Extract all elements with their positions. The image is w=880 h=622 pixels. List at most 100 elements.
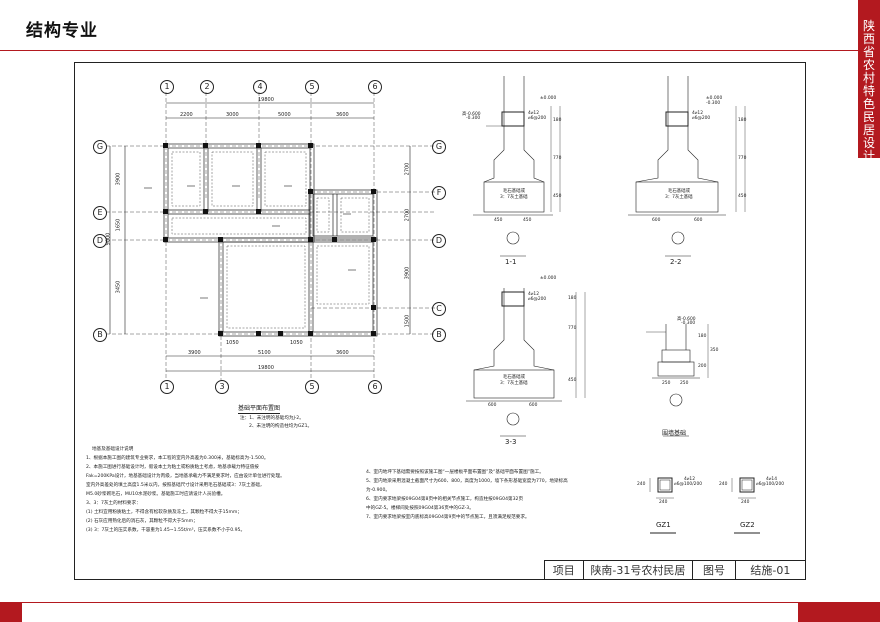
s11-h3: 450: [553, 194, 562, 199]
axis-bubble-top-1: 1: [160, 80, 174, 94]
s22-h2: 770: [738, 156, 747, 161]
s22-level-top: ±0.000: [706, 96, 723, 101]
s33-level-top: ±0.000: [540, 276, 557, 281]
s11-level-left-2: -0.300: [466, 116, 481, 121]
notes-left-line: Fak=200KPa设计，地基基础设计为丙级，当地基承载力不满足要求时，应由设计…: [86, 474, 285, 479]
notes-right-line: 5、室内地梁采用混凝土截面尺寸为600、800，高度为1000，墙下条形基础宽度…: [366, 479, 568, 484]
s33-rebar-1: 4⌀12: [528, 292, 540, 297]
s33-base-2: 3：7灰土基础: [500, 381, 528, 386]
gz2-rebar-2: ⌀6@100/200: [756, 482, 785, 487]
page-header: 结构专业: [0, 0, 858, 48]
s22-rebar-2: ⌀6@200: [692, 116, 711, 121]
s11-h2: 770: [553, 156, 562, 161]
fence-h3: 200: [698, 364, 707, 369]
s33-width-2: 600: [529, 403, 538, 408]
footer-band-left: [0, 602, 22, 622]
dim-bottom-3: 3600: [336, 350, 349, 356]
notes-left-line: 室内外高差处的填土高度1.5米以内，按照基础尺寸设计采用毛石基础或3：7灰土基础…: [86, 483, 265, 488]
drawing-sheet: [74, 62, 806, 580]
s11-width-2: 450: [523, 218, 532, 223]
s11-level-top: ±0.000: [540, 96, 557, 101]
s22-level-sub: -0.300: [706, 101, 721, 106]
side-band: 陕西省农村特色民居设计图集: [858, 0, 880, 189]
notes-right: 4、室内地坪下基础需要按照该施工图“一层楼板平面布置图”及“基础平面布置图”施工…: [366, 468, 568, 522]
s22-rebar-1: 4⌀12: [692, 111, 704, 116]
s33-h1: 180: [568, 296, 577, 301]
s22-width-2: 600: [694, 218, 703, 223]
gz-detail-drawings: [649, 477, 760, 534]
axis-bubble-left-G: G: [93, 140, 107, 154]
axis-bubble-bottom-6: 6: [368, 380, 382, 394]
dim-top-3: 5000: [278, 112, 291, 118]
fence-h2: 350: [710, 348, 719, 353]
notes-right-line: 7、室内要求地梁按室内底标高09G04第9页中的节点施工，且须满足规范要求。: [366, 515, 530, 520]
s11-rebar-1: 4⌀12: [528, 111, 540, 116]
notes-left-line: 3、3：7灰土的材料要求：: [86, 501, 141, 506]
gz2-dim-w: 240: [741, 500, 750, 505]
axis-bubble-bottom-1: 1: [160, 380, 174, 394]
axis-bubble-bottom-5: 5: [305, 380, 319, 394]
fence-width-1: 250: [662, 381, 671, 386]
fence-label: 围墙基础: [662, 430, 687, 437]
notes-left-line: 1、根据本施工图的建筑专业要求，本工程的室内外高差为0.300米，基础标高为-1…: [86, 456, 269, 461]
s11-h1: 180: [553, 118, 562, 123]
notes-left-line: M5.0砂浆砌毛石，MU10水泥砂浆。基础施工时应请设计人员验槽。: [86, 492, 226, 497]
section-3-3-drawing: [466, 288, 586, 437]
notes-left-line: 2、本施工图进行基础设计时，假设本土为粘土或粉质粘土考虑，地基承载力特征值按: [86, 465, 259, 470]
title-block: 项目 陕南-31号农村民居 图号 结施-01: [544, 560, 806, 580]
s22-base-1: 毛石基础或: [668, 189, 690, 194]
notes-left-line: (2) 石灰应用熟化后的消石灰，其颗粒不得大于5mm；: [86, 519, 198, 524]
s33-base-1: 毛石基础或: [503, 375, 525, 380]
gz1-label: GZ1: [656, 521, 671, 529]
s22-width-1: 600: [652, 218, 661, 223]
fence-footing-drawing: [646, 324, 709, 437]
page-title: 结构专业: [26, 21, 98, 41]
plan-columns: [163, 143, 376, 336]
plan-title: 基础平面布置图: [238, 405, 281, 414]
s22-label: 2-2: [670, 258, 682, 266]
dim-top-1: 2200: [180, 112, 193, 118]
footer-band-right: [798, 602, 880, 622]
gz1-rebar-1: 4⌀12: [684, 477, 696, 482]
plan-note-1: 注：1、未注明的基础均为J-2。: [240, 416, 304, 421]
header-divider: [0, 50, 858, 51]
s33-h2: 770: [568, 326, 577, 331]
gz1-dim-h: 240: [637, 482, 646, 487]
dim-top-2: 3000: [226, 112, 239, 118]
s11-rebar-2: ⌀6@200: [528, 116, 547, 121]
s33-label: 3-3: [505, 438, 517, 446]
s11-label: 1-1: [505, 258, 517, 266]
axis-bubble-right-C: C: [432, 302, 446, 316]
dim-top-total: 19800: [258, 97, 274, 103]
project-name: 陕南-31号农村民居: [584, 561, 694, 579]
gz2-dim-h: 240: [719, 482, 728, 487]
notes-title: 地基及基础设计说明: [92, 447, 134, 452]
axis-bubble-right-B: B: [432, 328, 446, 342]
footer-divider: [22, 602, 798, 603]
notes-left: 地基及基础设计说明 1、根据本施工图的建筑专业要求，本工程的室内外高差为0.30…: [86, 445, 285, 535]
notes-right-line: 6、室内要求地梁按09G04第8页中的相关节点施工，构造柱按09G04第32页: [366, 497, 524, 502]
fence-width-2: 250: [680, 381, 689, 386]
axis-bubble-right-D: D: [432, 234, 446, 248]
fence-h1: 180: [698, 334, 707, 339]
s22-base-2: 3：7灰土基础: [665, 195, 693, 200]
drawing-number: 结施-01: [750, 564, 791, 577]
s33-width-1: 600: [488, 403, 497, 408]
dim-top-4: 3600: [336, 112, 349, 118]
axis-bubble-left-B: B: [93, 328, 107, 342]
axis-bubble-top-2: 2: [200, 80, 214, 94]
notes-right-line: 4、室内地坪下基础需要按照该施工图“一层楼板平面布置图”及“基础平面布置图”施工…: [366, 470, 544, 475]
s11-width-1: 450: [494, 218, 503, 223]
gz1-rebar-2: ⌀6@100/200: [674, 482, 703, 487]
s11-base-1: 毛石基础或: [503, 189, 525, 194]
axis-bubble-left-E: E: [93, 206, 107, 220]
fence-level-1: 高-0.600: [677, 317, 696, 322]
dim-bottom-small-2: 1050: [290, 340, 303, 346]
axis-bubble-top-5: 5: [305, 80, 319, 94]
plan-note-2: 2、未注明的构造柱均为GZ1。: [249, 424, 313, 429]
section-1-1-drawing: [473, 76, 561, 257]
dim-bottom-total: 19800: [258, 365, 274, 371]
